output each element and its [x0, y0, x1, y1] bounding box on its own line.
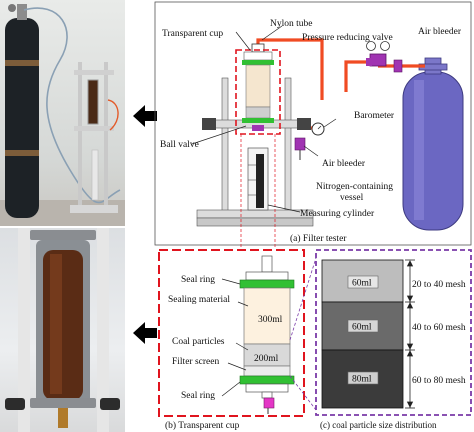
label-volume-200: 200ml	[254, 354, 279, 364]
label-transparent-cup: Transparent cup	[162, 29, 223, 39]
layer-volume-1: 60ml	[352, 279, 372, 289]
label-nitrogen-vessel-1: Nitrogen-containing	[316, 182, 393, 192]
layer-volume-2: 60ml	[352, 323, 372, 333]
label-coal-particles: Coal particles	[172, 337, 225, 347]
leader-lines-a	[191, 25, 337, 213]
layer-60-80	[321, 349, 404, 409]
left-arrow-icon-bottom	[133, 322, 157, 344]
mesh-label-3: 60 to 80 mesh	[412, 376, 466, 386]
label-seal-ring-bottom: Seal ring	[181, 391, 215, 401]
mesh-label-2: 40 to 60 mesh	[412, 323, 466, 333]
leader-lines-b	[221, 278, 249, 397]
label-seal-ring-top: Seal ring	[181, 275, 215, 285]
dimension-arrows	[405, 259, 415, 409]
label-air-bleeder-side: Air bleeder	[322, 159, 366, 169]
air-bleeder-top	[393, 59, 403, 73]
label-barometer: Barometer	[354, 111, 395, 121]
nitrogen-cylinder	[402, 57, 464, 231]
photo-filter-tester	[0, 0, 125, 226]
measuring-cylinder	[247, 147, 269, 211]
left-arrow-icon-top	[133, 105, 157, 127]
label-filter-screen: Filter screen	[172, 357, 219, 367]
nylon-tubing	[256, 38, 425, 130]
photo-transparent-cup	[0, 228, 125, 432]
label-nitrogen-vessel-2: vessel	[340, 193, 364, 203]
label-pressure-reducing-valve: Pressure reducing valve	[302, 33, 393, 43]
transparent-cup-small	[242, 51, 274, 131]
label-air-bleeder-top: Air bleeder	[418, 27, 462, 37]
panel-a-frame	[154, 1, 472, 246]
layer-20-40	[321, 259, 404, 303]
pressure-reducing-valve	[366, 41, 390, 67]
label-measuring-cylinder: Measuring cylinder	[300, 209, 375, 219]
caption-transparent-cup: (b) Transparent cup	[165, 420, 240, 431]
transparent-cup-large	[239, 255, 295, 414]
panel-b-frame	[158, 249, 305, 417]
label-volume-300: 300ml	[258, 315, 283, 325]
photo-transparent-cup-drawing	[5, 228, 120, 432]
label-ball-valve: Ball valve	[160, 140, 199, 150]
layer-40-60	[321, 301, 404, 351]
mesh-label-1: 20 to 40 mesh	[412, 280, 466, 290]
layer-volume-3: 80ml	[352, 375, 372, 385]
caption-size-distribution: (c) coal particle size distribution	[320, 420, 437, 430]
label-sealing-material: Sealing material	[168, 295, 230, 305]
label-nylon-tube: Nylon tube	[270, 19, 312, 29]
photo-filter-tester-drawing	[0, 4, 125, 226]
highlight-box-cup	[235, 49, 281, 135]
air-bleeder-side	[294, 137, 306, 151]
caption-filter-tester: (a) Filter tester	[290, 233, 347, 244]
